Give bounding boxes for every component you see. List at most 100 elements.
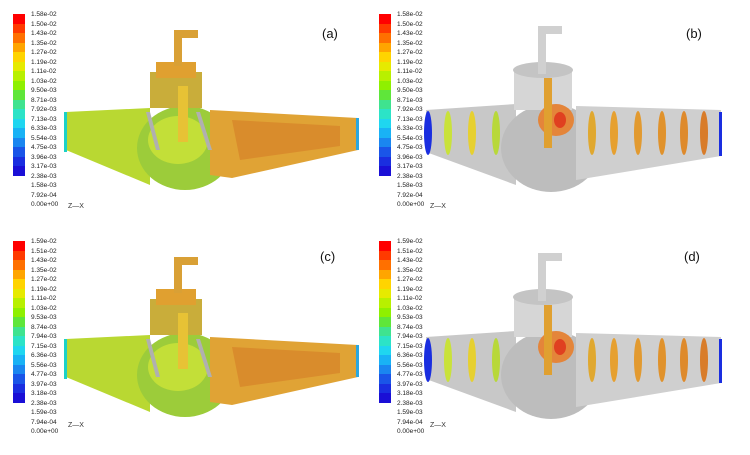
colorbar-step bbox=[379, 147, 391, 157]
colorbar-tick-label: 1.51e-02 bbox=[397, 247, 423, 255]
colorbar-tick-label: 1.59e-03 bbox=[397, 409, 423, 416]
colorbar-tick-label: 1.35e-02 bbox=[31, 39, 57, 47]
colorbar-tick-label: 1.43e-02 bbox=[397, 30, 423, 37]
panel-label: (a) bbox=[322, 26, 338, 41]
colorbar-step bbox=[379, 52, 391, 62]
colorbar-step bbox=[13, 71, 25, 81]
colorbar-tick-label: 1.43e-02 bbox=[31, 257, 57, 264]
colorbar-tick-label: 1.58e-03 bbox=[397, 182, 423, 189]
colorbar-step bbox=[379, 326, 391, 336]
colorbar-tick-label: 1.11e-02 bbox=[397, 68, 423, 75]
colorbar bbox=[13, 241, 25, 403]
colorbar-step bbox=[13, 23, 25, 33]
valve-contour-section bbox=[64, 257, 359, 417]
colorbar-tick-label: 1.19e-02 bbox=[31, 58, 57, 66]
colorbar-tick-label: 1.58e-03 bbox=[31, 182, 57, 189]
colorbar-step bbox=[13, 166, 25, 176]
panel-label: (c) bbox=[320, 249, 336, 264]
colorbar-step bbox=[13, 307, 25, 317]
colorbar-tick-label: 3.17e-03 bbox=[31, 163, 57, 170]
colorbar-step bbox=[13, 279, 25, 289]
colorbar-step bbox=[379, 23, 391, 33]
colorbar-tick-label: 7.13e-03 bbox=[31, 115, 57, 123]
colorbar-tick-label: 1.59e-03 bbox=[31, 409, 57, 416]
valve-body bbox=[424, 26, 722, 192]
colorbar-tick-label: 1.27e-02 bbox=[31, 276, 57, 283]
axes-triad-icon: Z—X bbox=[68, 203, 84, 210]
colorbar-tick-label: 7.92e-03 bbox=[31, 106, 57, 113]
colorbar-tick-label: 7.94e-03 bbox=[31, 333, 57, 340]
colorbar-step bbox=[13, 288, 25, 298]
colorbar-step bbox=[13, 317, 25, 327]
colorbar-step bbox=[379, 307, 391, 317]
colorbar-tick-label: 1.11e-02 bbox=[397, 295, 423, 302]
colorbar-tick-label: 3.97e-03 bbox=[31, 380, 57, 388]
colorbar-tick-label: 8.71e-03 bbox=[31, 96, 57, 104]
colorbar-step bbox=[379, 61, 391, 71]
colorbar-step bbox=[13, 118, 25, 128]
colorbar-tick-label: 1.35e-02 bbox=[397, 266, 423, 274]
colorbar-tick-label: 5.54e-03 bbox=[31, 134, 57, 142]
colorbar-tick-label: 7.92e-04 bbox=[31, 191, 57, 199]
colorbar-tick-label: 1.19e-02 bbox=[397, 58, 423, 66]
colorbar-tick-label: 1.27e-02 bbox=[397, 276, 423, 283]
colorbar-tick-label: 4.75e-03 bbox=[397, 144, 423, 151]
colorbar-step bbox=[379, 364, 391, 374]
colorbar-step bbox=[13, 147, 25, 157]
colorbar-tick-label: 3.18e-03 bbox=[31, 390, 57, 397]
colorbar-step bbox=[379, 156, 391, 166]
colorbar-tick-label: 8.71e-03 bbox=[397, 96, 423, 104]
colorbar-step bbox=[13, 241, 25, 251]
colorbar-step bbox=[13, 374, 25, 384]
colorbar-tick-label: 9.50e-03 bbox=[31, 87, 57, 94]
colorbar-step bbox=[379, 99, 391, 109]
colorbar-tick-label: 5.56e-03 bbox=[31, 361, 57, 369]
colorbar-step bbox=[379, 42, 391, 52]
colorbar-tick-label: 8.74e-03 bbox=[397, 323, 423, 331]
colorbar-step bbox=[379, 345, 391, 355]
valve-contour-section bbox=[64, 30, 359, 190]
panel-label: (d) bbox=[684, 249, 700, 264]
colorbar-tick-label: 1.11e-02 bbox=[31, 295, 57, 302]
colorbar-tick-label: 3.96e-03 bbox=[31, 153, 57, 161]
colorbar-tick-label: 0.00e+00 bbox=[31, 201, 59, 208]
colorbar-tick-label: 3.18e-03 bbox=[397, 390, 423, 397]
colorbar-tick-label: 8.74e-03 bbox=[31, 323, 57, 331]
colorbar-step bbox=[13, 269, 25, 279]
colorbar-tick-label: 1.58e-02 bbox=[31, 11, 57, 18]
colorbar-step bbox=[379, 269, 391, 279]
colorbar-tick-label: 1.43e-02 bbox=[31, 30, 57, 37]
colorbar-tick-label: 4.77e-03 bbox=[397, 371, 423, 378]
colorbar-step bbox=[379, 33, 391, 43]
colorbar-step bbox=[379, 14, 391, 24]
colorbar-tick-label: 9.50e-03 bbox=[397, 87, 423, 94]
colorbar-tick-label: 6.33e-03 bbox=[31, 125, 57, 132]
colorbar-tick-label: 4.77e-03 bbox=[31, 371, 57, 378]
colorbar bbox=[13, 14, 25, 176]
valve-body bbox=[64, 30, 359, 190]
colorbar-step bbox=[13, 355, 25, 365]
colorbar-tick-label: 1.58e-02 bbox=[397, 11, 423, 18]
colorbar-step bbox=[13, 90, 25, 100]
colorbar-tick-label: 1.19e-02 bbox=[31, 285, 57, 293]
colorbar-step bbox=[379, 288, 391, 298]
colorbar-tick-label: 5.56e-03 bbox=[397, 361, 423, 369]
colorbar-step bbox=[379, 166, 391, 176]
colorbar-tick-label: 9.53e-03 bbox=[31, 314, 57, 321]
colorbar-tick-label: 7.15e-03 bbox=[397, 342, 423, 350]
colorbar-tick-label: 4.75e-03 bbox=[31, 144, 57, 151]
colorbar-step bbox=[13, 61, 25, 71]
colorbar-step bbox=[13, 298, 25, 308]
colorbar-step bbox=[379, 260, 391, 270]
colorbar-tick-label: 7.92e-03 bbox=[397, 106, 423, 113]
colorbar-step bbox=[13, 99, 25, 109]
colorbar-step bbox=[13, 52, 25, 62]
colorbar-step bbox=[379, 336, 391, 346]
axes-triad-icon: Z—X bbox=[430, 422, 446, 429]
